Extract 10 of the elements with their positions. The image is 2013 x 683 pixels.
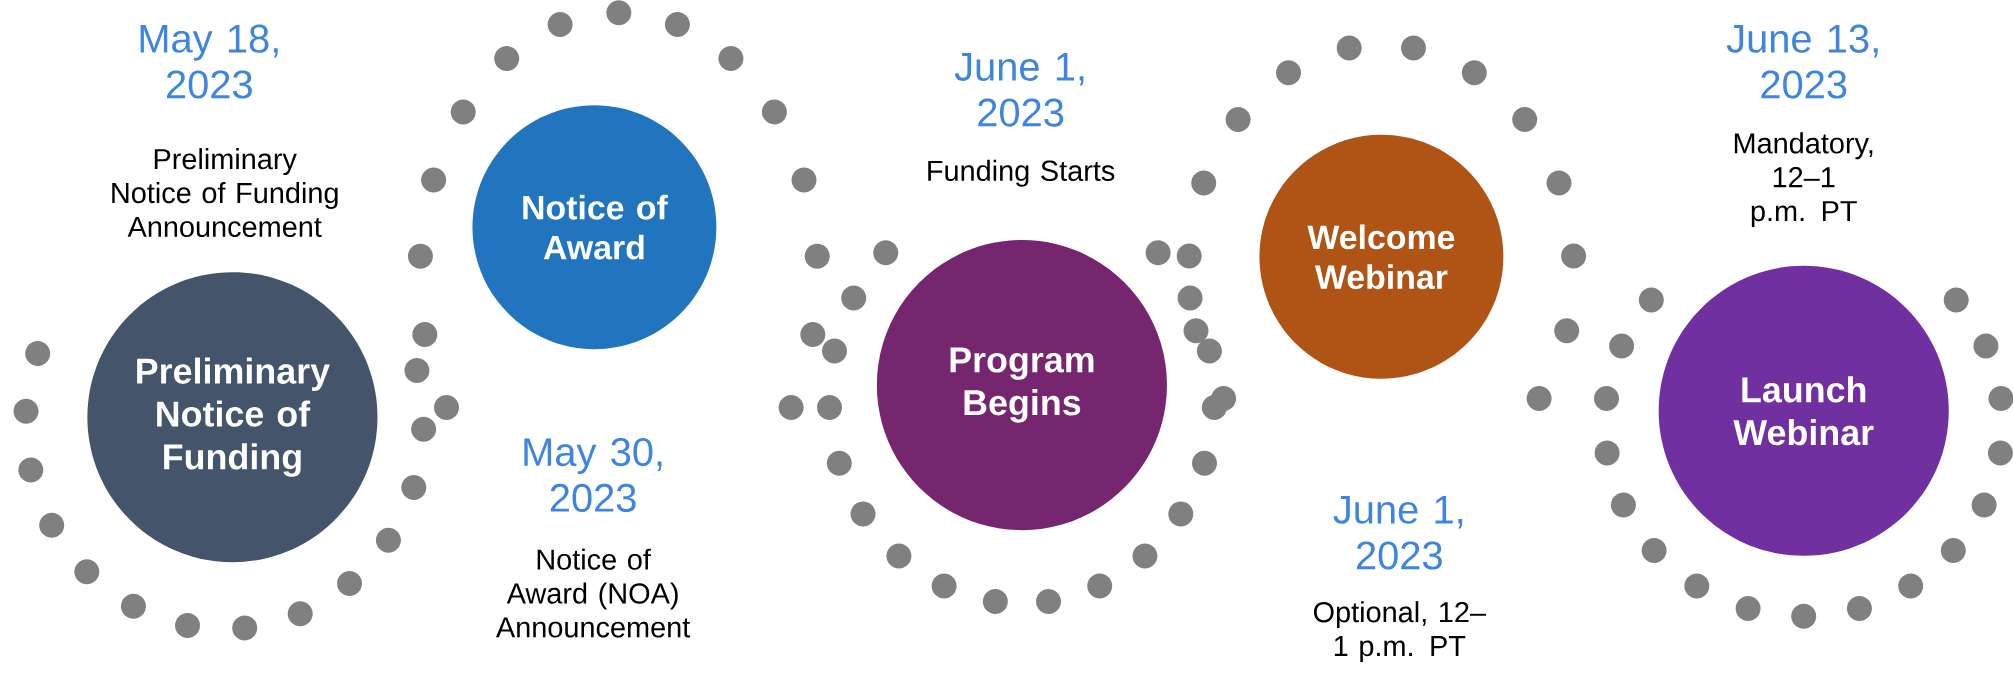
milestone-description: Optional, 12–1 p.m. PT (1313, 601, 1486, 662)
milestone-description: Notice of Award (NOA) Announcement (496, 548, 691, 638)
date-label: May 18, 2023 (140, 24, 278, 99)
date-label: June 13, 2023 (1726, 24, 1878, 99)
date-label: June 1, 2023 (954, 53, 1084, 127)
date-label: May 30, 2023 (524, 437, 662, 512)
milestone-description: Mandatory, 12–1 p.m. PT (1734, 132, 1873, 228)
date-label: June 1, 2023 (1333, 496, 1463, 570)
milestone-description: Funding Starts (928, 159, 1115, 187)
milestone-description: Preliminary Notice of Funding Announcement (112, 148, 338, 238)
